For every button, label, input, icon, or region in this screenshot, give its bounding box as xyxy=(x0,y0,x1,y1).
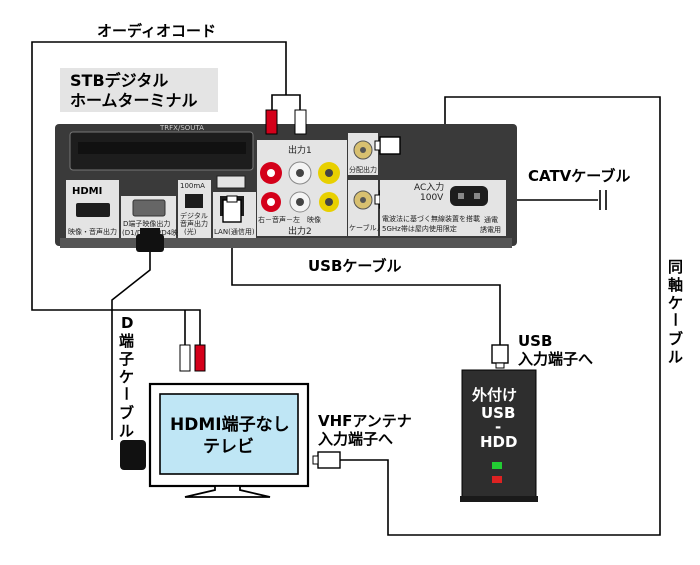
hdd-label-2: USB xyxy=(481,404,515,422)
usb-rating: 100mA xyxy=(180,182,205,190)
d-cable-char-4: ー xyxy=(117,386,135,401)
stb-label-box xyxy=(60,68,218,112)
hdd-label-4: HDD xyxy=(480,433,517,451)
av-labels: 右－音声－左 映像 xyxy=(258,215,321,224)
output1-label: 出力1 xyxy=(288,144,312,156)
d-terminal-label-1: D端子映像出力 xyxy=(123,219,170,228)
hdmi-port-label: 映像・音声出力 xyxy=(68,227,117,236)
tv-label-2: テレビ xyxy=(203,437,254,457)
rca-white-jack-1-center xyxy=(296,169,304,177)
ground-label-1: 通電 xyxy=(484,215,498,224)
cable-in-label: ケーブル入力 xyxy=(349,223,391,232)
vhf-label-1: VHFアンテナ xyxy=(318,412,412,430)
d-cable-char-2: 子 xyxy=(119,350,134,368)
d-terminal-port xyxy=(132,199,166,217)
hdd-base xyxy=(460,496,538,502)
optical-label-1: デジタル xyxy=(180,211,208,220)
rca-white-jack-2-center xyxy=(296,198,304,206)
optical-label-3: (光) xyxy=(184,227,197,236)
hdmi-port xyxy=(76,203,110,217)
catv-cable-label: CATVケーブル xyxy=(528,167,630,185)
rca-red-jack-2-center xyxy=(267,198,275,206)
cable-in-jack-center xyxy=(360,197,366,203)
split-out-jack-center xyxy=(360,147,366,153)
stb-panel-bottom xyxy=(60,238,512,248)
notice-label-1: 電波法に基づく無線装置を搭載 xyxy=(382,214,480,223)
tv-d-plug xyxy=(120,440,146,470)
hdd-led-red xyxy=(492,476,502,483)
usb-port-label-2: 入力端子へ xyxy=(518,350,593,368)
d-cable-char-1: 端 xyxy=(119,332,134,350)
lan-label: LAN(通信用) xyxy=(214,227,255,236)
tv-coax-plug xyxy=(317,451,341,469)
card-slot-inner xyxy=(78,142,246,154)
tv-audio-plug-red xyxy=(194,344,206,372)
rca-red-jack-1-center xyxy=(267,169,275,177)
d-terminal-cable xyxy=(111,250,151,440)
d-cable-char-0: D xyxy=(121,314,133,332)
coax-plug-top xyxy=(379,136,401,155)
stb-title-line2: ホームターミナル xyxy=(70,91,198,110)
d-cable-char-3: ケ xyxy=(119,368,134,386)
optical-label-2: 音声出力 xyxy=(180,219,208,228)
stb-title-line1: STBデジタル xyxy=(70,71,168,90)
coax-plug-top-tip xyxy=(374,140,381,151)
ac-pin-1 xyxy=(458,193,464,199)
tv-screen xyxy=(159,393,299,475)
tv-coax-plug-tip xyxy=(312,455,319,465)
model-number: TRFX/SOUTA xyxy=(159,124,204,132)
coax-char-5: ル xyxy=(668,348,683,366)
usb-plug-panel xyxy=(222,199,242,223)
usb-optical-area xyxy=(178,180,211,238)
usb-cable-line xyxy=(231,215,501,345)
usb-port-label-1: USB xyxy=(518,332,552,350)
ac-inlet xyxy=(450,186,488,206)
hdd-led-green xyxy=(492,462,502,469)
d-plug-panel-2 xyxy=(140,228,160,236)
d-cable-label: D 端 子 ケ ー ブ ル xyxy=(117,314,135,440)
ac-pin-2 xyxy=(474,193,480,199)
d-cable-char-5: ブ xyxy=(119,404,134,422)
d-plug-panel xyxy=(136,234,164,252)
usb-port xyxy=(216,175,246,189)
vhf-label-2: 入力端子へ xyxy=(318,430,393,448)
hdd-label-1: 外付け xyxy=(471,386,517,404)
audio-cord xyxy=(31,41,301,345)
coax-char-1: 軸 xyxy=(668,276,683,294)
tv-stand xyxy=(184,485,271,498)
ac-in-label-2: 100V xyxy=(420,193,444,203)
audio-plug-red xyxy=(265,109,278,135)
coax-char-0: 同 xyxy=(668,258,683,276)
coax-char-2: ケ xyxy=(668,294,683,312)
audio-plug-white xyxy=(294,109,307,135)
rca-yellow-jack-2-center xyxy=(325,198,333,206)
notice-label-2: 5GHz帯は屋内使用限定 xyxy=(382,224,457,233)
rca-area xyxy=(257,140,347,236)
tv-audio-plug-white xyxy=(179,344,191,372)
hdd-label-3: - xyxy=(495,418,501,436)
usb-plug-panel-tip xyxy=(226,195,238,203)
usb-cable-label: USBケーブル xyxy=(308,257,402,275)
coax-plug-bottom-tip xyxy=(374,194,381,205)
rca-yellow-jack-1-center xyxy=(325,169,333,177)
usb-plug-hdd xyxy=(491,344,509,364)
coax-char-4: ブ xyxy=(668,330,683,348)
audio-cord-label: オーディオコード xyxy=(97,22,216,40)
usb-plug-hdd-tip xyxy=(495,362,505,369)
d-cable-char-6: ル xyxy=(119,422,134,440)
optical-port xyxy=(185,194,203,208)
tv-label-1: HDMI端子なし xyxy=(170,414,290,435)
ac-in-label-1: AC入力 xyxy=(414,181,444,193)
coax-char-3: ー xyxy=(666,312,684,327)
hdmi-logo: HDMI xyxy=(72,186,102,197)
output2-label: 出力2 xyxy=(288,225,312,237)
ground-label-2: 誘電用 xyxy=(480,225,501,234)
coax-cable-label: 同 軸 ケ ー ブ ル xyxy=(666,258,684,366)
split-out-label: 分配出力 xyxy=(349,165,377,174)
